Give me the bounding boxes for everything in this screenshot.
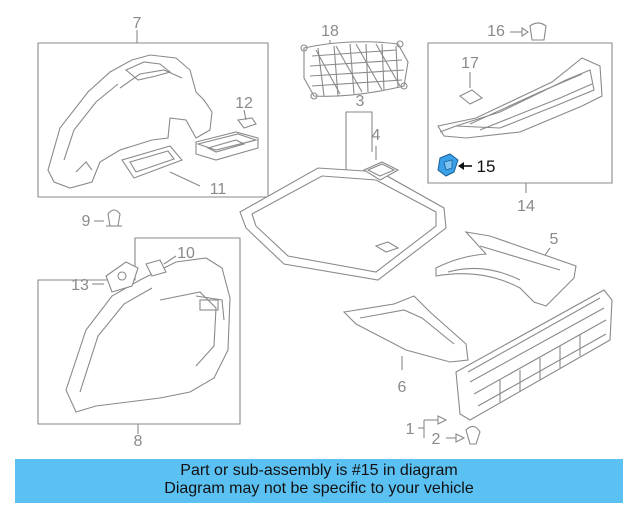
part-15-group: 15 (437, 153, 496, 177)
part-16-group: 16 (487, 22, 547, 41)
cargo-cover (437, 57, 603, 139)
part-label-2: 2 (432, 431, 441, 448)
part-1-group: 1 2 (406, 289, 613, 448)
part-12-clip (237, 117, 257, 129)
part-3-group: 3 4 (239, 93, 447, 281)
part-label-7: 7 (133, 15, 142, 32)
part-5-group: 5 (435, 231, 577, 307)
part-7-group: 7 12 11 (37, 15, 269, 198)
part-label-8: 8 (134, 433, 143, 450)
quarter-trim-lower (65, 257, 231, 413)
part-label-9: 9 (82, 213, 91, 230)
clip-2 (465, 425, 481, 445)
quarter-trim-upper (47, 54, 213, 189)
clip-16 (529, 22, 547, 41)
info-banner: Part or sub-assembly is #15 in diagram D… (15, 459, 623, 503)
cargo-floor-mat (239, 167, 447, 281)
part-9-group: 9 (82, 209, 122, 230)
part-label-12: 12 (235, 95, 253, 112)
part-label-15: 15 (477, 157, 496, 176)
part-label-4: 4 (372, 127, 381, 144)
part-14-box (427, 42, 613, 184)
part-label-16: 16 (487, 23, 505, 40)
part-8-group: 13 10 8 (37, 237, 241, 450)
part-1-sill-plate (455, 289, 613, 421)
part-12-bin (195, 131, 259, 161)
part-10-clip (145, 259, 167, 277)
part-label-13: 13 (71, 277, 89, 294)
part-4-cover (362, 161, 400, 181)
part-label-6: 6 (398, 379, 407, 396)
part-5-panel (435, 231, 577, 307)
part-17-pad (458, 89, 484, 105)
clip-9 (107, 209, 121, 227)
part-label-10: 10 (177, 245, 195, 262)
part-label-5: 5 (550, 231, 559, 248)
part-6-group: 6 (342, 295, 469, 396)
part-label-17: 17 (461, 55, 479, 72)
part-label-3: 3 (356, 93, 365, 110)
banner-line-2: Diagram may not be specific to your vehi… (164, 480, 474, 497)
part-label-18: 18 (321, 23, 339, 40)
part-label-1: 1 (406, 421, 415, 438)
part-6-panel (342, 295, 469, 363)
part-13-bracket (105, 261, 139, 293)
part-18-group: 18 (300, 23, 409, 100)
part-label-14: 14 (517, 198, 535, 215)
part-8-box (37, 237, 241, 425)
banner-line-1: Part or sub-assembly is #15 in diagram (180, 462, 458, 479)
part-label-11: 11 (210, 181, 227, 198)
part-11-mat (121, 145, 183, 179)
part-14-group: 14 17 (427, 42, 613, 215)
